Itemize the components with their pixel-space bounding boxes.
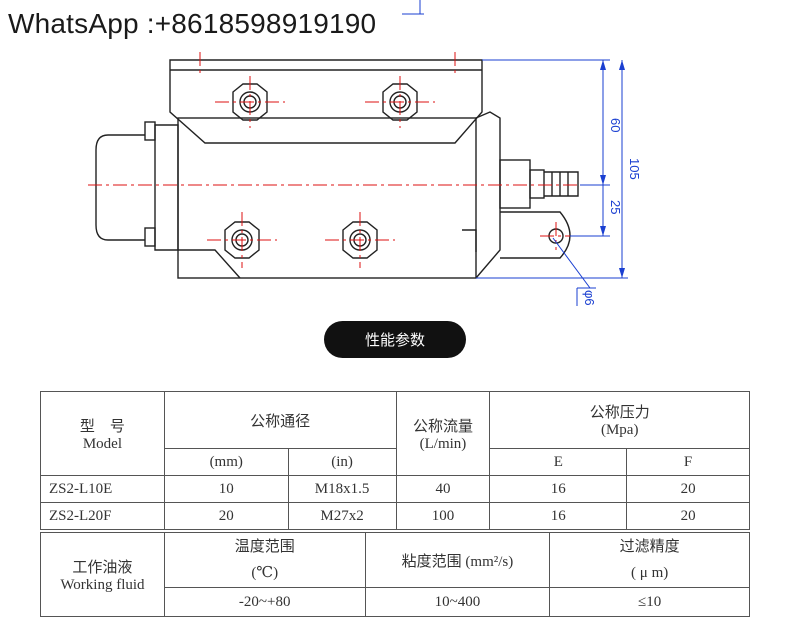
dim-phi6-label: φ6 xyxy=(582,290,597,306)
viscosity-value: 10~400 xyxy=(364,587,551,617)
model-header: 型 号 Model xyxy=(40,391,165,476)
section-label-pill: 性能参数 xyxy=(324,321,466,358)
valve-technical-drawing: 60 105 25 φ6 xyxy=(88,0,642,306)
flow-header: 公称流量 (L/min) xyxy=(395,391,491,476)
temp-value: -20~+80 xyxy=(163,587,366,617)
fluid-header: 工作油液 Working fluid xyxy=(40,532,165,617)
filter-header: 过滤精度 ( μ m) xyxy=(549,532,750,588)
unit-in: (in) xyxy=(287,448,397,476)
whatsapp-contact: WhatsApp :+8618598919190 xyxy=(8,8,377,39)
table-row: ZS2-L20F 20 M27x2 100 16 20 xyxy=(40,502,750,530)
pressure-header: 公称压力 (Mpa) xyxy=(489,391,750,449)
dim-105-label: 105 xyxy=(627,158,642,180)
filter-value: ≤10 xyxy=(549,587,750,617)
col-e: E xyxy=(489,448,628,476)
temp-header: 温度范围 (℃) xyxy=(163,532,366,588)
bore-header: 公称通径 xyxy=(163,391,397,449)
spec-table: 型 号 Model 公称通径 公称流量 (L/min) 公称压力 (Mpa) (… xyxy=(40,391,750,530)
dim-60-label: 60 xyxy=(608,118,623,132)
dim-25-label: 25 xyxy=(608,200,623,214)
fluid-table: 工作油液 Working fluid 温度范围 (℃) 粘度范围 (mm²/s)… xyxy=(40,532,750,617)
col-f: F xyxy=(626,448,750,476)
table-row: ZS2-L10E 10 M18x1.5 40 16 20 xyxy=(40,475,750,503)
unit-mm: (mm) xyxy=(163,448,289,476)
viscosity-header: 粘度范围 (mm²/s) xyxy=(364,532,551,588)
